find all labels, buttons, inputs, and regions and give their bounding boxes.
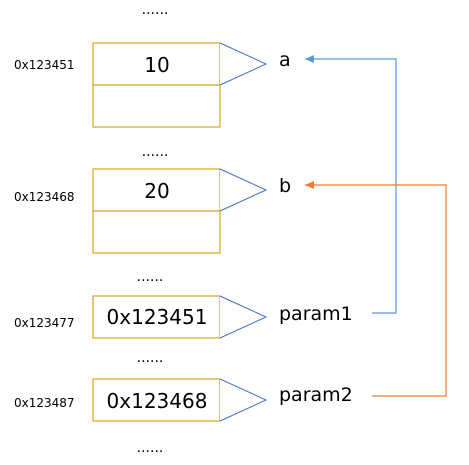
arrow-param2-to-b (305, 181, 447, 397)
ellipsis-after-b: ...... (137, 269, 164, 285)
address-label: 0x123468 (14, 190, 75, 204)
pointer-callout-param2 (219, 378, 268, 422)
arrow-param1-to-a (305, 55, 397, 314)
memory-block-param2: 0x123487 0x123468 (14, 378, 221, 422)
pointer-callout-param1 (219, 295, 268, 339)
ellipsis-bottom: ...... (137, 440, 164, 456)
memory-cell (92, 295, 221, 339)
cell-value: 0x123451 (107, 305, 208, 329)
cell-value: 20 (144, 179, 169, 203)
variable-a: a (279, 49, 291, 71)
memory-block-b: 0x123468 20 (14, 168, 221, 254)
address-label: 0x123451 (14, 58, 75, 72)
address-label: 0x123477 (14, 316, 75, 330)
memory-block-a: 0x123451 10 (14, 42, 221, 128)
memory-cell (92, 378, 221, 422)
address-label: 0x123487 (14, 396, 75, 410)
cell-value: 0x123468 (107, 389, 208, 413)
pointer-callout-b (219, 168, 268, 212)
ellipsis-after-param1: ...... (137, 350, 164, 366)
ellipsis-top: ...... (142, 2, 169, 18)
variable-param1: param1 (279, 303, 353, 325)
variable-b: b (279, 175, 291, 197)
memory-block-param1: 0x123477 0x123451 (14, 295, 221, 339)
pointer-callout-a (219, 42, 268, 86)
cell-value: 10 (144, 53, 169, 77)
variable-param2: param2 (279, 384, 353, 406)
ellipsis-after-a: ...... (142, 144, 169, 160)
